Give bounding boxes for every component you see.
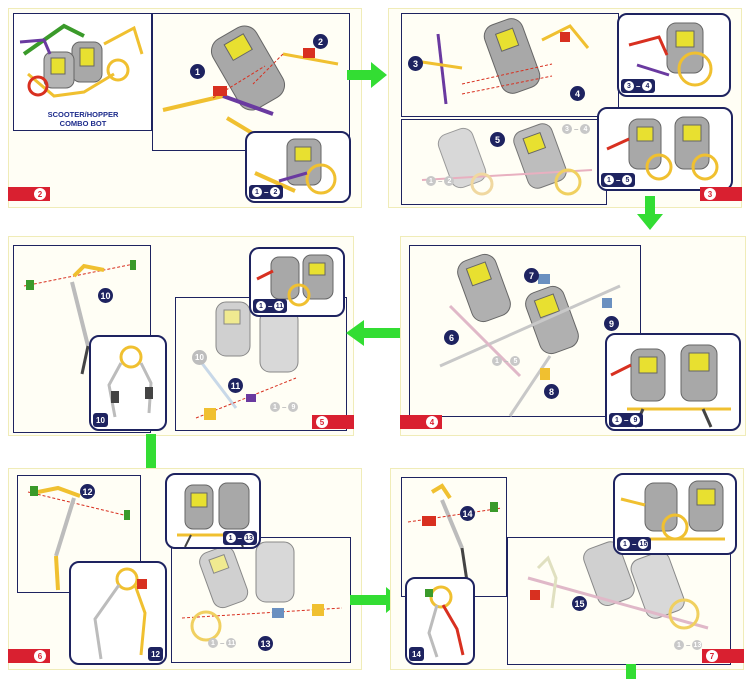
page-6: 12 12 13 1–11: [8, 468, 362, 670]
step-6-9-illustration: [439, 253, 621, 417]
page-4: 6 7 8 9 1–5 1–9 4: [400, 236, 746, 436]
step-badge-10: 10: [98, 288, 113, 303]
arrow-right-icon: [347, 62, 387, 88]
sub-view-14: 14: [405, 577, 475, 665]
sub-view-3-4: 3–4: [617, 13, 731, 97]
step-badge-11: 11: [228, 378, 243, 393]
step-badge-3: 3: [408, 56, 423, 71]
step-13-illustration: [181, 541, 343, 642]
step-badge-4: 4: [570, 86, 585, 101]
arrow-down-icon: [637, 196, 663, 230]
step-range-tag: 3–4: [621, 79, 656, 93]
step-11-illustration: [195, 301, 299, 420]
step-range-tag: 1–9: [609, 413, 644, 427]
step-10-illustration: [23, 260, 136, 375]
step-15-box: 15 1–13: [507, 537, 731, 665]
ghost-range-1-2: 1–2: [426, 176, 455, 186]
step-range-tag: 1–5: [601, 173, 636, 187]
step-5-illustration: [421, 123, 593, 196]
step-number-tag: 12: [148, 647, 163, 661]
sub-view-illustration: [254, 138, 337, 195]
step-range-tag: 1–15: [617, 537, 652, 551]
sub-view-12: 12: [69, 561, 167, 665]
step-badge-14: 14: [460, 506, 475, 521]
model-preview-illustration: [19, 23, 144, 98]
page-7: 14 14 15 1–13: [390, 468, 744, 670]
step-badge-12: 12: [80, 484, 95, 499]
sub-view-1-2: 1–2: [245, 131, 351, 203]
page-number-tag: 7: [702, 649, 744, 663]
sub-view-illustration: [606, 116, 719, 181]
sub-view-illustration: [256, 254, 334, 307]
page-number-tag: 6: [8, 649, 50, 663]
step-badge-2: 2: [313, 34, 328, 49]
step-badge-9: 9: [604, 316, 619, 331]
page-number-tag: 4: [400, 415, 442, 429]
step-badge-6: 6: [444, 330, 459, 345]
step-badge-7: 7: [524, 268, 539, 283]
sub-view-1-5: 1–5: [597, 107, 733, 191]
page-number-tag: 3: [700, 187, 742, 201]
step-number-tag: 10: [93, 413, 108, 427]
step-range-tag: 1–13: [222, 531, 257, 545]
sub-view-illustration: [628, 22, 713, 87]
step-badge-5: 5: [490, 132, 505, 147]
sub-view-illustration: [107, 345, 153, 418]
arrow-down-icon: [626, 664, 636, 679]
sub-view-1-15: 1–15: [613, 473, 737, 555]
sub-view-1-13: 1–13: [165, 473, 261, 549]
step-3-4-illustration: [421, 18, 590, 105]
page-5: 10 10 11 10 1–9: [8, 236, 354, 436]
step-badge-15: 15: [572, 596, 587, 611]
arrow-right-icon: [350, 587, 402, 613]
step-1-2-illustration: [162, 25, 339, 138]
ghost-range-1-11: 1–11: [208, 638, 237, 648]
step-6-9-box: 6 7 8 9 1–5: [409, 245, 641, 417]
sub-view-1-9: 1–9: [605, 333, 741, 431]
step-13-box: 13 1–11: [171, 537, 351, 663]
page-number-tag: 5: [312, 415, 354, 429]
step-badge-1: 1: [190, 64, 205, 79]
step-10-box: 10: [13, 245, 151, 433]
step-15-illustration: [527, 541, 709, 630]
ghost-step-10: 10: [192, 350, 207, 365]
ghost-range-3-4: 3–4: [562, 124, 591, 134]
step-5-box: 5 1–2 3–4: [401, 119, 607, 205]
step-number-tag: 14: [409, 647, 424, 661]
sub-view-illustration: [620, 480, 725, 541]
step-3-4-box: 3 4: [401, 13, 619, 117]
step-badge-13: 13: [258, 636, 273, 651]
sub-view-illustration: [610, 344, 731, 428]
sub-view-illustration: [425, 585, 465, 658]
step-12-illustration: [27, 485, 130, 591]
page-3: 3 4 3–4 5 1–2 3–4: [388, 8, 742, 208]
ghost-range-1-13: 1–13: [674, 640, 703, 650]
step-11-box: 11 10 1–9: [175, 297, 347, 431]
sub-view-illustration: [93, 567, 147, 660]
step-1-2-box: 1 2: [152, 13, 350, 151]
sub-view-1-11: 1–11: [249, 247, 345, 317]
ghost-range-1-5: 1–5: [492, 356, 521, 366]
step-range-tag: 1–11: [253, 299, 288, 313]
step-badge-8: 8: [544, 384, 559, 399]
ghost-range-1-9: 1–9: [270, 402, 299, 412]
arrow-left-icon: [346, 320, 402, 346]
page-number-tag: 2: [8, 187, 50, 201]
step-range-tag: 1–2: [249, 185, 284, 199]
sub-view-10: 10: [89, 335, 167, 431]
